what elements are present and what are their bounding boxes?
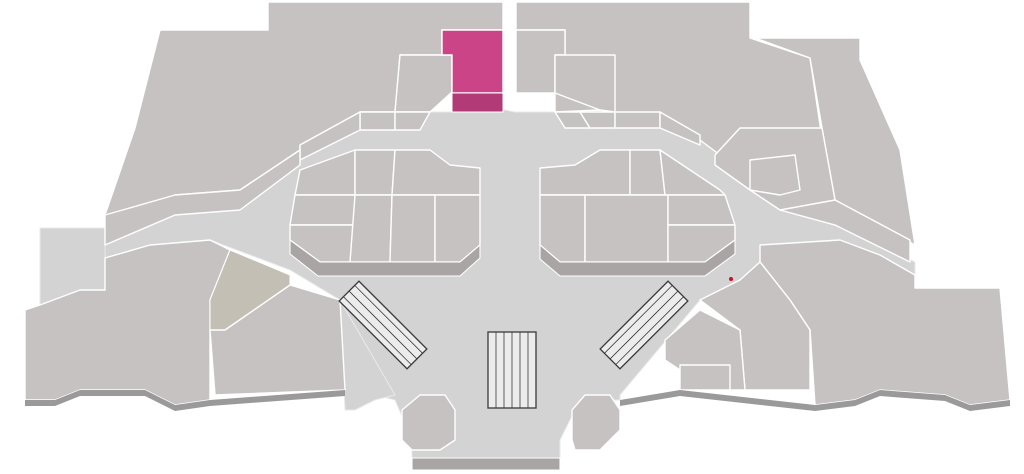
- location-marker[interactable]: [729, 277, 733, 281]
- store-north-strip-1[interactable]: [359, 111, 396, 131]
- store-north-strip-2[interactable]: [394, 111, 431, 131]
- highlighted-store-front: [451, 92, 504, 113]
- escalator-left-rail-1: [354, 285, 423, 354]
- escalator-right-rail-2: [615, 296, 684, 365]
- store-west-upper[interactable]: [104, 149, 301, 246]
- store-cl-4[interactable]: [289, 194, 356, 226]
- escalator-right-rail-1: [604, 285, 673, 354]
- escalator-center[interactable]: [487, 331, 537, 409]
- block-cl-front: [289, 238, 481, 277]
- center-left-block: [289, 149, 481, 277]
- store-east-mid[interactable]: [779, 199, 911, 263]
- store-south-left-kiosk[interactable]: [401, 394, 456, 451]
- escalator-left-rail-2: [343, 296, 412, 365]
- store-cr-6[interactable]: [667, 194, 736, 226]
- store-east-upper-inner[interactable]: [749, 154, 801, 196]
- shadow-west: [25, 390, 345, 411]
- store-south-right-kiosk[interactable]: [571, 394, 621, 451]
- store-cl-2[interactable]: [354, 149, 396, 196]
- store-north-right-mid[interactable]: [554, 54, 616, 113]
- store-north-east[interactable]: [754, 37, 916, 246]
- east-stores: [664, 199, 1011, 406]
- highlighted-store[interactable]: [441, 29, 504, 113]
- south-entrance-step: [411, 457, 561, 471]
- store-north-strip-5[interactable]: [614, 111, 661, 129]
- center-right-block: [539, 149, 736, 277]
- escalator-left-divider: [348, 290, 418, 360]
- perimeter-shadows: [25, 390, 1010, 411]
- west-stores: [24, 149, 346, 406]
- store-north-wing-left[interactable]: [394, 54, 453, 113]
- escalator-left[interactable]: [338, 280, 428, 370]
- store-cl-6[interactable]: [349, 194, 393, 263]
- store-cr-2[interactable]: [629, 149, 666, 196]
- escalator-right[interactable]: [599, 280, 689, 370]
- store-cl-7[interactable]: [389, 194, 436, 263]
- south-stores: [401, 394, 621, 471]
- shadow-east: [620, 390, 1010, 411]
- store-east-lower-small[interactable]: [679, 364, 731, 391]
- store-cr-5[interactable]: [584, 194, 669, 263]
- store-north-strip-6[interactable]: [659, 111, 701, 146]
- block-cr-front: [539, 238, 736, 277]
- escalator-right-divider: [609, 290, 679, 360]
